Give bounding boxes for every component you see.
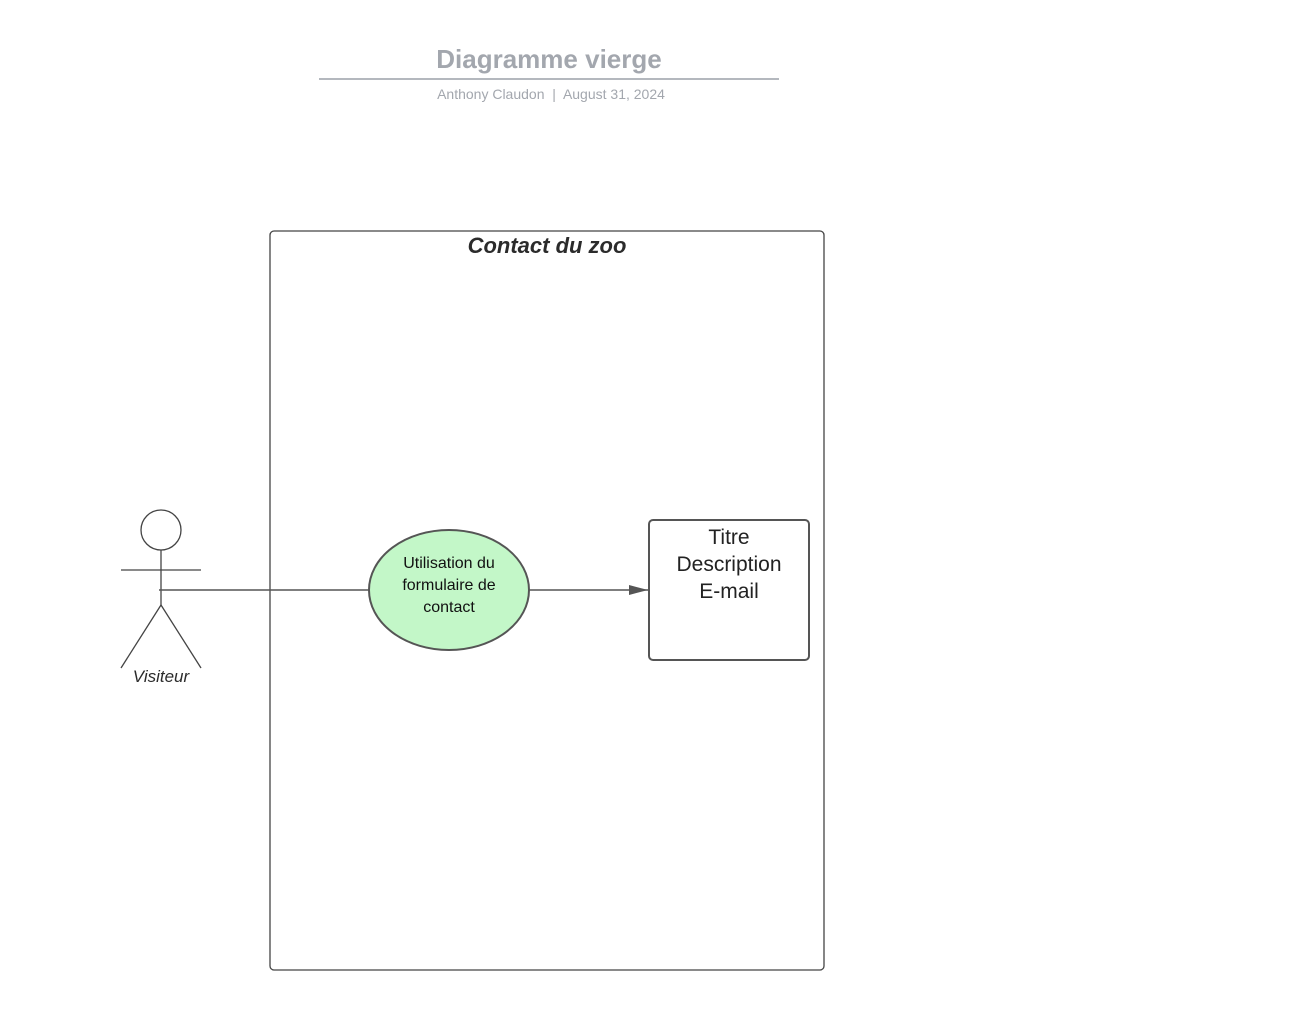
field-description: Description bbox=[676, 553, 782, 576]
form-fields-box[interactable] bbox=[648, 519, 810, 661]
field-title: Titre bbox=[708, 526, 750, 549]
actor-visiteur-figure[interactable] bbox=[120, 509, 202, 669]
document-meta: Anthony Claudon | August 31, 2024 bbox=[319, 86, 783, 102]
system-title: Contact du zoo bbox=[467, 233, 627, 258]
author-name: Anthony Claudon bbox=[437, 86, 545, 102]
use-case-label-line: formulaire de bbox=[402, 577, 496, 594]
use-case-label: Utilisation du formulaire de contact bbox=[378, 553, 520, 619]
document-title: Diagramme vierge bbox=[436, 44, 662, 74]
use-case-label-line: Utilisation du bbox=[403, 555, 495, 572]
actor-label: Visiteur bbox=[132, 667, 190, 686]
use-case-label-line: contact bbox=[423, 599, 475, 616]
document-date: August 31, 2024 bbox=[562, 86, 665, 102]
actor-head bbox=[140, 509, 182, 551]
field-email: E-mail bbox=[699, 580, 759, 603]
actor-right-leg bbox=[160, 604, 202, 669]
meta-separator: | bbox=[552, 86, 556, 102]
form-fields-list: Titre Description E-mail bbox=[650, 524, 808, 605]
system-boundary[interactable] bbox=[269, 230, 825, 971]
title-underline bbox=[319, 78, 779, 80]
actor-left-leg bbox=[120, 604, 162, 669]
